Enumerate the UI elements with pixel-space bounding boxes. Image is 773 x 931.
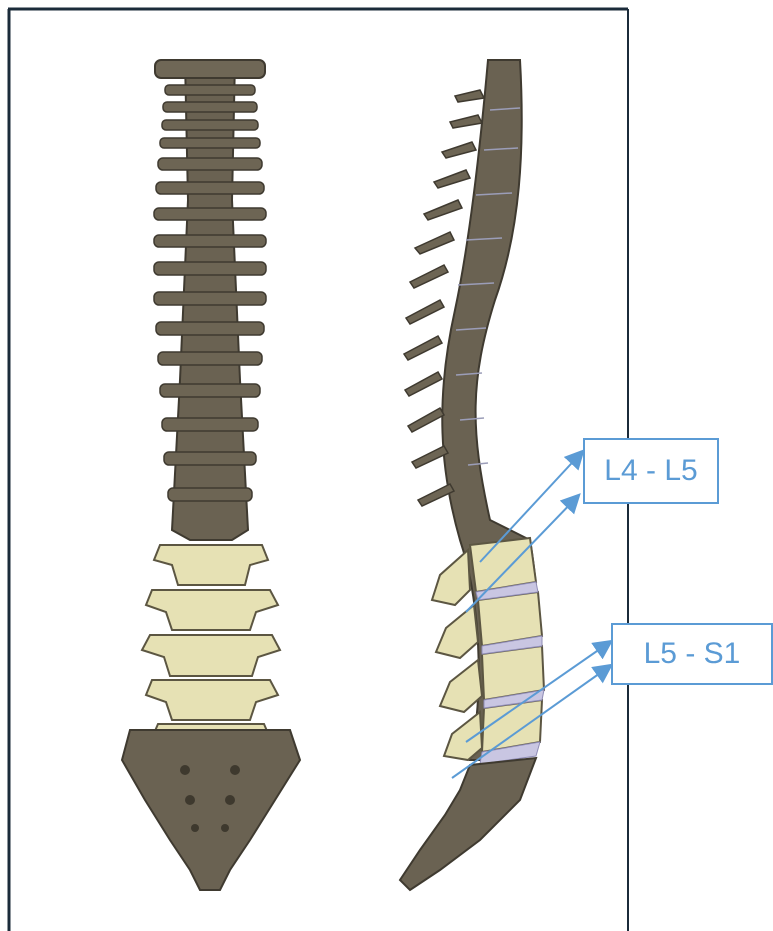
l4-l5-label: L4 - L5 (583, 438, 719, 504)
l5-s1-label-text: L5 - S1 (644, 637, 741, 671)
lateral-spine-view (400, 60, 544, 890)
l5-s1-label: L5 - S1 (611, 623, 773, 685)
l4-l5-label-text: L4 - L5 (604, 454, 697, 488)
posterior-spine-view (122, 60, 300, 890)
